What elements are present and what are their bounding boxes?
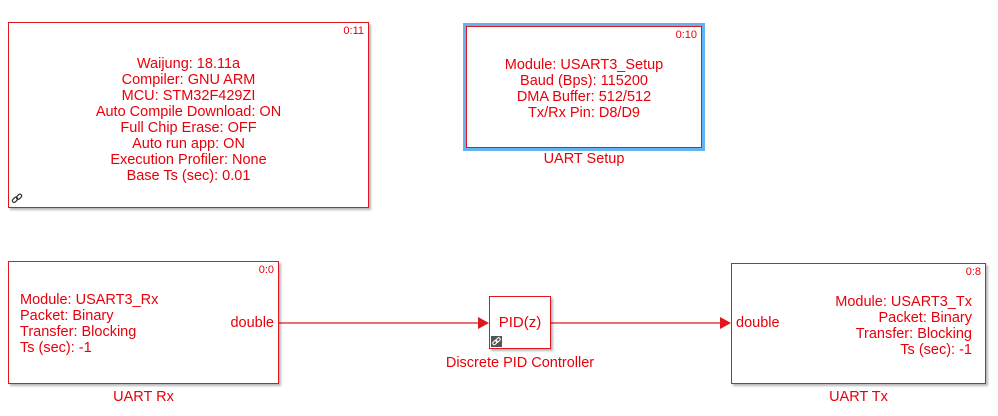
arrowhead-pid-input — [478, 317, 489, 329]
block-name-uart-setup[interactable]: UART Setup — [543, 151, 625, 167]
param-line: Transfer: Blocking — [20, 324, 137, 340]
block-name-uart-rx[interactable]: UART Rx — [113, 389, 174, 405]
param-line: DMA Buffer: 512/512 — [516, 89, 652, 105]
pid-label: PID(z) — [498, 314, 542, 331]
block-parameters: Waijung: 18.11a Compiler: GNU ARM MCU: S… — [9, 56, 368, 184]
param-line: Compiler: GNU ARM — [121, 72, 256, 88]
uart-rx-block[interactable]: 0:0 Module: USART3_Rx Packet: Binary Tra… — [8, 261, 279, 384]
param-line: Auto run app: ON — [132, 136, 245, 152]
output-port-label: double — [230, 315, 274, 331]
execution-order-badge: 0:0 — [258, 264, 274, 276]
uart-tx-block[interactable]: 0:8 double Module: USART3_Tx Packet: Bin… — [731, 263, 986, 384]
param-line: Module: USART3_Setup — [504, 57, 664, 73]
param-line: Packet: Binary — [878, 310, 973, 326]
param-line: Full Chip Erase: OFF — [120, 120, 257, 136]
selection-highlight — [463, 23, 705, 151]
param-line: Tx/Rx Pin: D8/D9 — [528, 105, 640, 121]
execution-order-badge: 0:10 — [675, 29, 697, 41]
input-port-label: double — [736, 315, 780, 331]
param-line: Baud (Bps): 115200 — [520, 73, 648, 89]
library-link-icon — [491, 336, 502, 347]
block-name-uart-tx[interactable]: UART Tx — [829, 389, 888, 405]
param-line: Execution Profiler: None — [110, 152, 267, 168]
discrete-pid-block[interactable]: PID(z) — [489, 296, 551, 349]
param-line: Module: USART3_Rx — [20, 292, 159, 308]
param-line: Ts (sec): -1 — [20, 340, 92, 356]
block-parameters: Module: USART3_Rx Packet: Binary Transfe… — [20, 292, 158, 356]
execution-order-badge: 0:8 — [965, 266, 981, 278]
block-parameters: Module: USART3_Setup Baud (Bps): 115200 … — [467, 57, 701, 121]
block-parameters: Module: USART3_Tx Packet: Binary Transfe… — [835, 294, 972, 358]
uart-setup-block[interactable]: 0:10 Module: USART3_Setup Baud (Bps): 11… — [466, 26, 702, 148]
param-line: Base Ts (sec): 0.01 — [126, 168, 251, 184]
execution-order-badge: 0:11 — [343, 25, 364, 37]
param-line: Packet: Binary — [20, 308, 114, 324]
arrowhead-tx-input — [720, 317, 731, 329]
param-line: Module: USART3_Tx — [835, 294, 972, 310]
block-name-pid[interactable]: Discrete PID Controller — [445, 355, 595, 371]
param-line: Waijung: 18.11a — [136, 56, 241, 72]
param-line: Transfer: Blocking — [855, 326, 972, 342]
param-line: MCU: STM32F429ZI — [121, 88, 256, 104]
param-line: Ts (sec): -1 — [900, 342, 972, 358]
link-icon — [11, 193, 23, 203]
param-line: Auto Compile Download: ON — [95, 104, 282, 120]
waijung-config-block[interactable]: 0:11 Waijung: 18.11a Compiler: GNU ARM M… — [8, 22, 369, 208]
